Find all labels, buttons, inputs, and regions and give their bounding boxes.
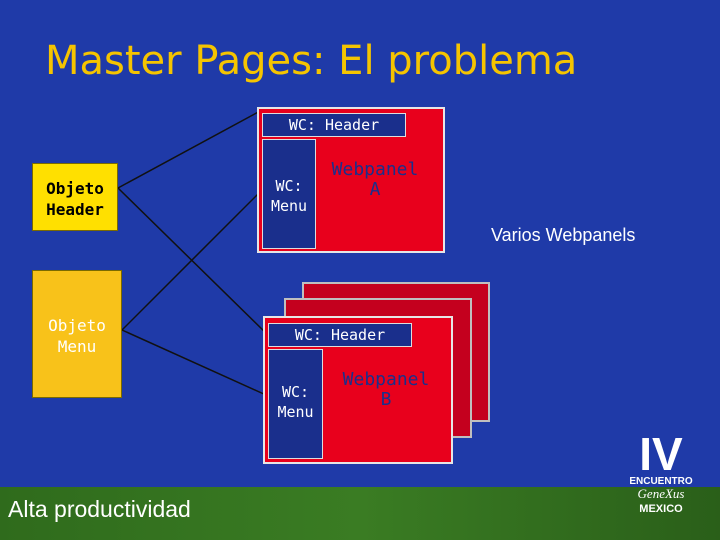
footer-text: Alta productividad	[8, 496, 191, 522]
webpanel-b-wc-menu-line2: Menu	[277, 403, 314, 421]
connector-menu-to-b-menu	[121, 329, 267, 396]
logo-numeral: IV	[639, 432, 683, 480]
webpanel-b-label-line1: Webpanel	[342, 369, 430, 390]
object-header-label: Objeto Header	[46, 179, 104, 219]
connector-header-to-a-header	[117, 109, 263, 189]
webpanel-a-wc-menu-line2: Menu	[270, 197, 308, 215]
encuentro-genexus-logo: IV ENCUENTRO GeneXus MEXICO	[622, 428, 700, 520]
webpanel-a-label: Webpanel A	[330, 160, 420, 200]
webpanel-a-wc-menu-line1: WC:	[275, 177, 303, 195]
footer-bar	[0, 487, 720, 540]
connector-header-to-b-header	[117, 187, 271, 338]
varios-webpanels-label: Varios Webpanels	[491, 225, 636, 245]
webpanel-b-label: Webpanel B	[336, 370, 436, 410]
connector-menu-to-a-menu	[121, 189, 263, 331]
webpanel-a-wc-header: WC: Header	[262, 113, 406, 137]
webpanel-b-wc-header: WC: Header	[268, 323, 412, 347]
object-header-box: Objeto Header	[32, 163, 118, 231]
webpanel-a-label-line2: A	[369, 179, 381, 200]
logo-line2: GeneXus	[638, 486, 685, 501]
webpanel-a-wc-menu: WC: Menu	[262, 139, 316, 249]
logo-line1: ENCUENTRO	[629, 476, 693, 487]
webpanel-b-label-line2: B	[380, 389, 392, 410]
webpanel-a-label-line1: Webpanel	[331, 159, 419, 180]
object-menu-box: Objeto Menu	[32, 270, 122, 398]
logo-line3: MEXICO	[639, 503, 683, 515]
object-menu-label: Objeto Menu	[48, 316, 106, 356]
slide-title: Master Pages: El problema	[45, 38, 578, 84]
webpanel-b-wc-menu-line1: WC:	[281, 383, 310, 401]
webpanel-b-wc-menu: WC: Menu	[268, 349, 323, 459]
